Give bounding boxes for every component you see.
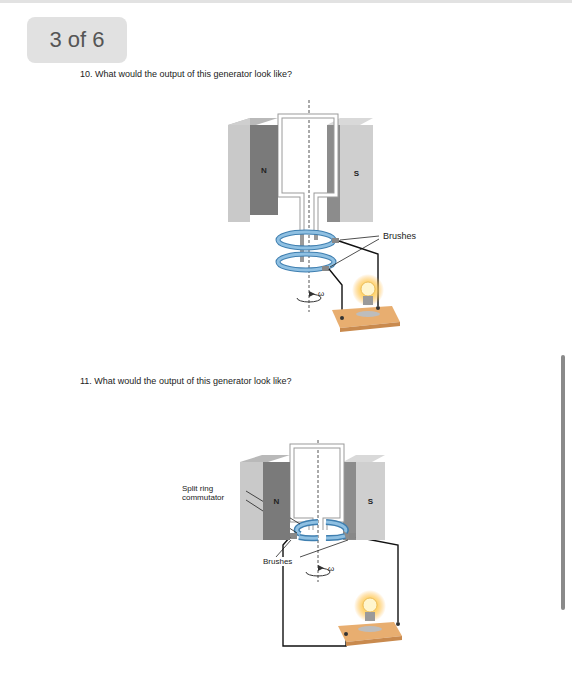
part-label: Brushes: [383, 231, 416, 241]
question-text: 11. What would the output of this genera…: [80, 376, 291, 386]
node-text: 3 of 6: [49, 27, 104, 53]
page-counter: 3 of 6: [27, 17, 127, 63]
scrollbar: [561, 355, 565, 610]
part-label: Brushes: [262, 557, 293, 566]
north-magnet: N: [250, 125, 278, 215]
angular-velocity: ω: [318, 289, 324, 298]
question-text: 10. What would the output of this genera…: [80, 69, 292, 79]
node-text: S: [354, 169, 359, 178]
node-text: N: [261, 166, 267, 175]
north-magnet: N: [263, 462, 290, 540]
dc-generator: [240, 440, 402, 646]
part-label: Split ring commutator: [182, 484, 244, 502]
ac-generator: [228, 100, 400, 332]
angular-velocity: ω: [328, 564, 334, 573]
page-edge: [0, 0, 572, 3]
node-text: S: [368, 497, 373, 506]
south-magnet: S: [340, 125, 373, 222]
node-text: N: [274, 497, 280, 506]
south-magnet: S: [356, 462, 385, 540]
